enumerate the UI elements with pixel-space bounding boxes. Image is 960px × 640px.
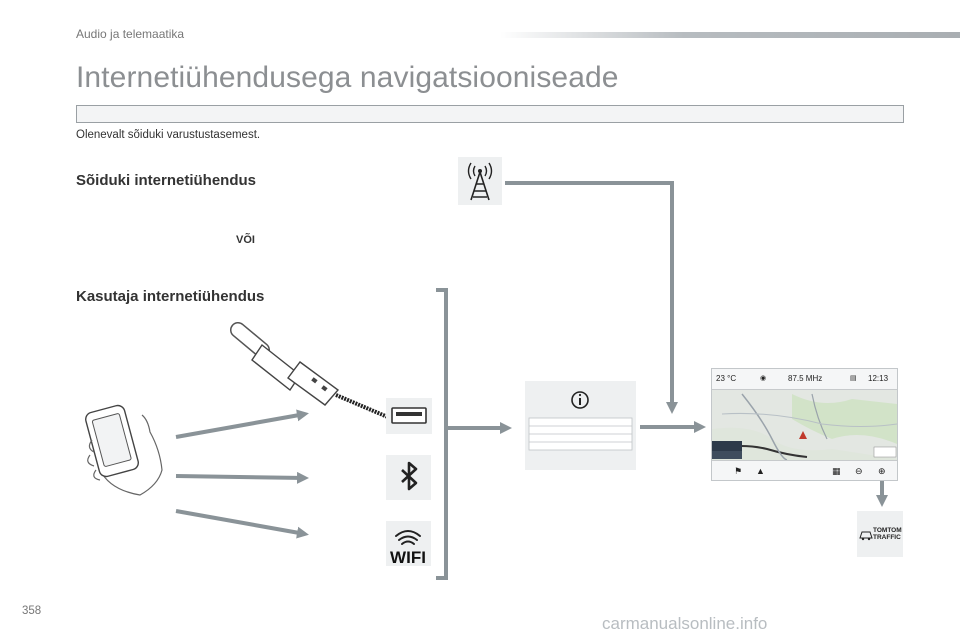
screen-time: 12:13 bbox=[868, 374, 889, 383]
usb-cable-icon bbox=[230, 322, 391, 420]
screen-temperature: 23 °C bbox=[716, 374, 737, 383]
map-options-icon[interactable]: ▦ bbox=[832, 466, 841, 476]
user-connection-arrows bbox=[175, 409, 309, 539]
vehicle-connection-arrow bbox=[505, 181, 678, 414]
or-label: VÕI bbox=[236, 234, 255, 246]
north-arrow-icon[interactable]: ▲ bbox=[756, 466, 765, 476]
title-bar bbox=[76, 105, 904, 123]
subtitle: Olenevalt sõiduki varustustasemest. bbox=[76, 129, 261, 141]
tomtom-line1: TOMTOM bbox=[873, 527, 902, 534]
tomtom-traffic-label: TOMTOM TRAFFIC bbox=[873, 527, 902, 541]
zoom-in-icon[interactable]: ⊕ bbox=[878, 466, 886, 476]
screen-status-bar: 23 °C ◉ 87.5 MHz ▤ 12:13 bbox=[712, 369, 897, 390]
destination-flag-icon[interactable]: ⚑ bbox=[734, 466, 743, 476]
watermark: carmanualsonline.info bbox=[602, 614, 768, 633]
screen-toolbar: ⚑ ▲ ▦ ⊖ ⊕ bbox=[712, 460, 897, 480]
screen-frequency: 87.5 MHz bbox=[788, 374, 823, 383]
zoom-out-icon[interactable]: ⊖ bbox=[855, 466, 863, 476]
usb-port-icon bbox=[386, 398, 432, 434]
heading-user-connection: Kasutaja internetiühendus bbox=[76, 288, 265, 305]
header-rule bbox=[500, 32, 960, 38]
wifi-icon: WIFI bbox=[386, 521, 431, 567]
page-title: Internetiühendusega navigatsiooniseade bbox=[76, 61, 619, 94]
tomtom-traffic-icon bbox=[857, 511, 903, 557]
bluetooth-icon bbox=[386, 455, 431, 500]
settings-icon[interactable]: ◉ bbox=[760, 375, 767, 382]
page-number: 358 bbox=[22, 605, 42, 617]
navigation-screen: 23 °C ◉ 87.5 MHz ▤ 12:13 ⚑ ▲ ▦ ⊖ ⊕ bbox=[711, 368, 898, 481]
wifi-label: WIFI bbox=[390, 548, 426, 567]
options-bracket bbox=[436, 288, 448, 580]
info-device-icon bbox=[525, 381, 636, 470]
heading-vehicle-connection: Sõiduki internetiühendus bbox=[76, 172, 257, 189]
smartphone-hand-icon bbox=[85, 404, 163, 496]
map-view bbox=[712, 389, 897, 461]
section-label: Audio ja telemaatika bbox=[76, 27, 185, 41]
antenna-tower-icon bbox=[458, 157, 502, 205]
tomtom-line2: TRAFFIC bbox=[873, 534, 901, 541]
message-icon[interactable]: ▤ bbox=[850, 375, 857, 382]
